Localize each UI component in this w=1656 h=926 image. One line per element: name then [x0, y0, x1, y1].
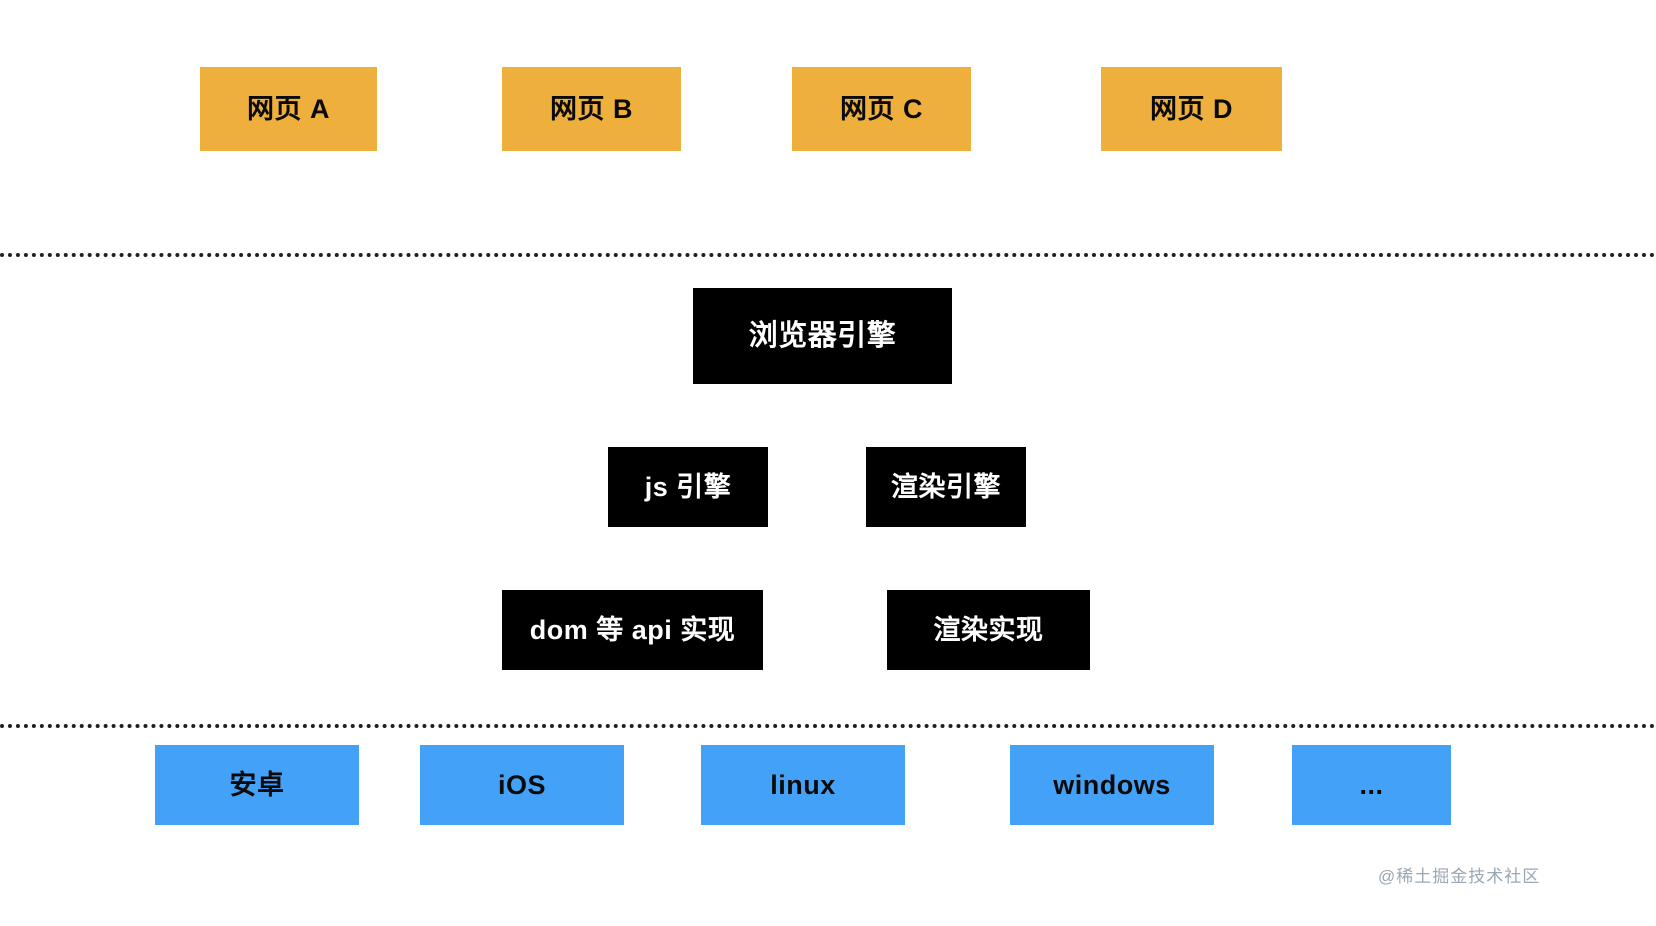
implementations-node: dom 等 api 实现 — [502, 590, 763, 670]
pages-node: 网页 D — [1101, 67, 1282, 151]
sub-engines-node: 渲染引擎 — [866, 447, 1026, 527]
sub-engines-node: js 引擎 — [608, 447, 768, 527]
watermark: @稀土掘金技术社区 — [1378, 867, 1541, 886]
platforms-node: iOS — [420, 745, 624, 825]
platforms-node: ... — [1292, 745, 1451, 825]
browser-engine-node: 浏览器引擎 — [693, 288, 952, 384]
pages-node: 网页 A — [200, 67, 377, 151]
divider-above-engine — [0, 253, 1656, 257]
divider-above-platform — [0, 724, 1656, 728]
pages-node: 网页 B — [502, 67, 681, 151]
platforms-node: 安卓 — [155, 745, 359, 825]
implementations-node: 渲染实现 — [887, 590, 1090, 670]
platforms-node: linux — [701, 745, 905, 825]
platforms-node: windows — [1010, 745, 1214, 825]
pages-node: 网页 C — [792, 67, 971, 151]
